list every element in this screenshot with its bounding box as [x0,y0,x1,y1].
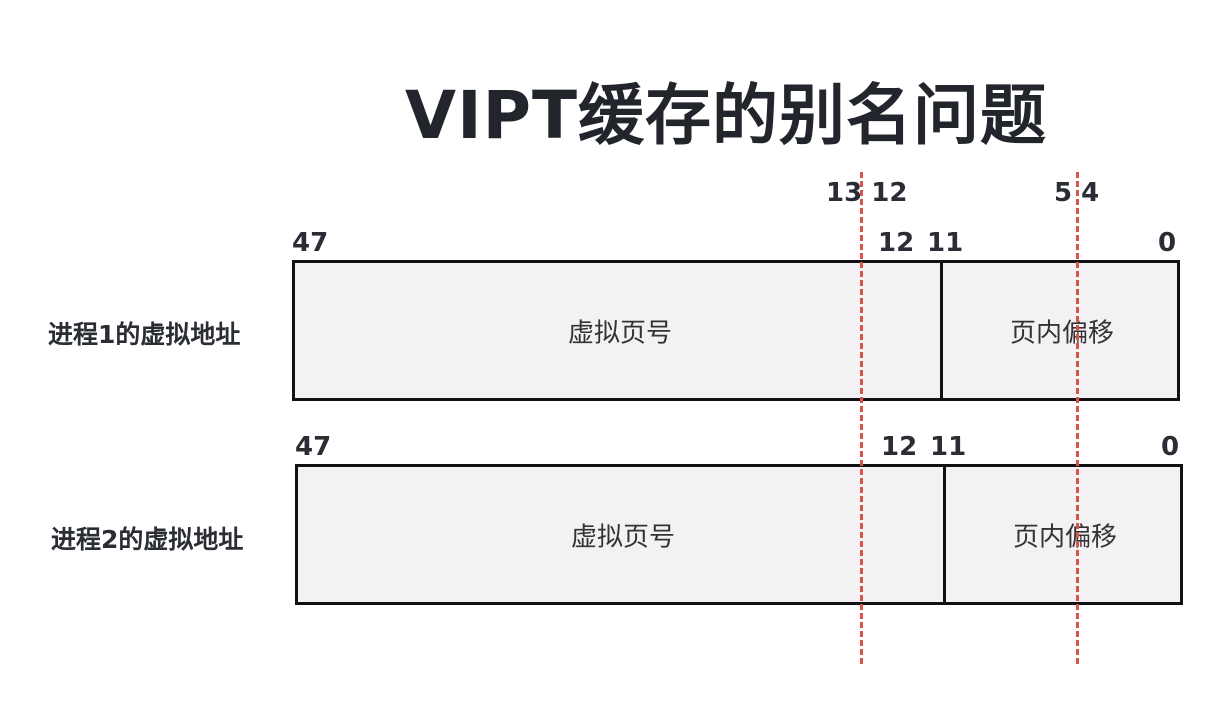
dashed-boundary-line-12-13 [860,172,863,664]
row2-address-box: 虚拟页号 页内偏移 [295,464,1183,605]
dashed-boundary-line-4-5 [1076,172,1079,664]
row2-bit-11: 11 [930,432,967,462]
row1-bit-0: 0 [1158,228,1177,258]
row2-bit-47: 47 [295,432,332,462]
row2-divider [943,467,946,602]
row1-bit-12: 12 [878,228,915,258]
row1-bit-47: 47 [292,228,329,258]
row1-vpn-label: 虚拟页号 [567,318,673,348]
diagram-title: VIPT缓存的别名问题 [405,77,1048,154]
row1-offset-label: 页内偏移 [1009,318,1115,348]
row1-divider [940,263,943,398]
row-label-process2: 进程2的虚拟地址 [51,525,244,554]
row2-bit-12: 12 [881,432,918,462]
row1-bit-11: 11 [927,228,964,258]
row1-address-box: 虚拟页号 页内偏移 [292,260,1180,401]
top-marker-13-12: 13 12 [826,178,908,208]
row2-offset-label: 页内偏移 [1012,522,1118,552]
row2-vpn-label: 虚拟页号 [570,522,676,552]
row2-bit-0: 0 [1161,432,1180,462]
row-label-process1: 进程1的虚拟地址 [48,320,241,349]
